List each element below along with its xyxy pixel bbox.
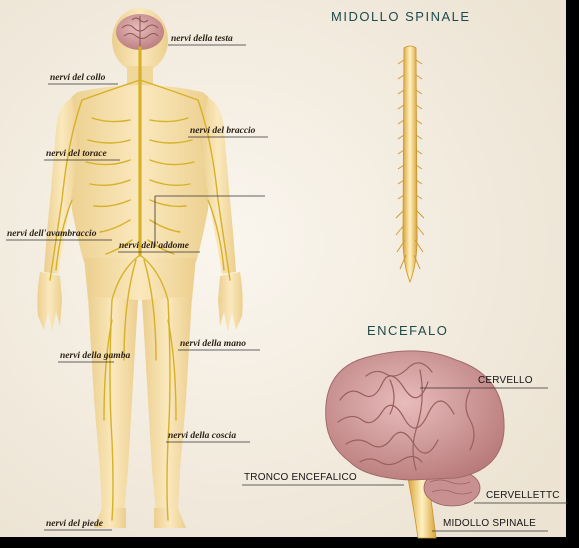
label-forearm-nerves: nervi dell'avambraccio — [7, 229, 96, 239]
heading-spinal-cord: MIDOLLO SPINALE — [331, 9, 471, 24]
label-abdomen-nerves: nervi dell'addome — [119, 241, 189, 251]
label-head-nerves: nervi della testa — [171, 34, 233, 44]
label-cerebrum: CERVELLO — [478, 375, 533, 386]
label-brainstem: TRONCO ENCEFALICO — [244, 472, 357, 483]
label-neck-nerves: nervi del collo — [50, 73, 105, 83]
head-brain — [116, 14, 164, 50]
label-cerebellum: CERVELLETTC — [486, 490, 560, 501]
label-thigh-nerves: nervi della coscia — [168, 431, 236, 441]
heading-encephalon: ENCEFALO — [367, 323, 448, 338]
label-brain-spinal-cord: MIDOLLO SPINALE — [443, 518, 536, 529]
label-foot-nerves: nervi del piede — [46, 519, 103, 529]
label-arm-nerves: nervi del braccio — [190, 126, 255, 136]
label-leg-nerves: nervi della gamba — [60, 351, 130, 361]
label-hand-nerves: nervi della mano — [180, 339, 246, 349]
label-thorax-nerves: nervi del torace — [46, 149, 107, 159]
